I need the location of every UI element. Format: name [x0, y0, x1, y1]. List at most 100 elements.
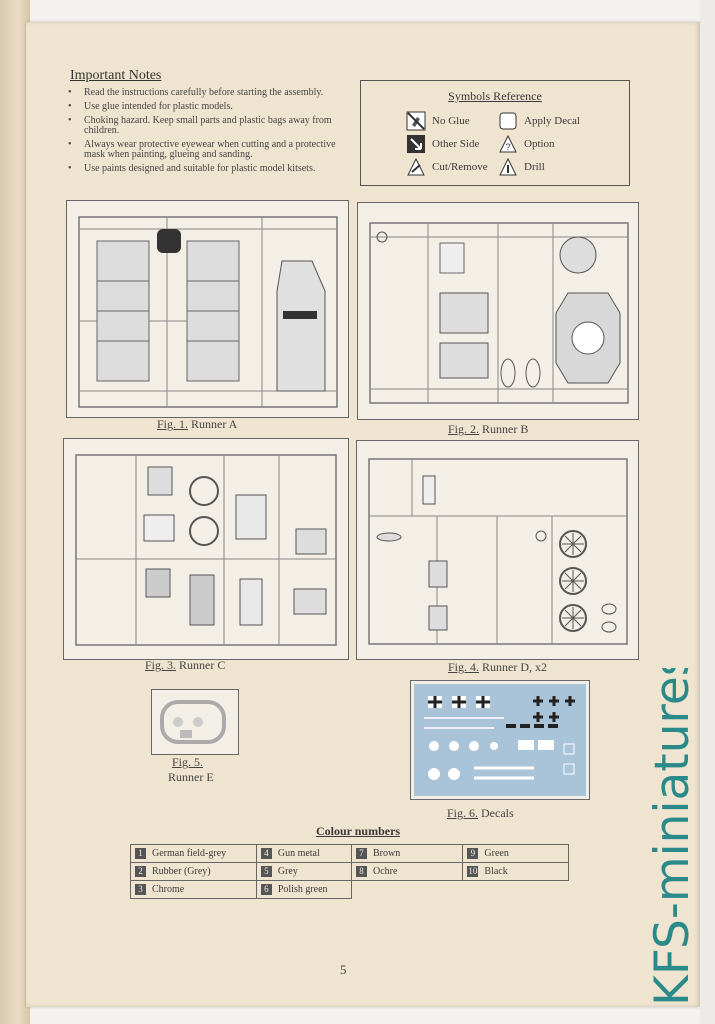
runner-c-drawing — [75, 454, 337, 646]
colour-cell: 6 Polish green — [255, 880, 353, 899]
colour-cell: 9 Green — [462, 844, 569, 863]
runner-d-drawing — [368, 458, 628, 645]
fig-number: Fig. 2. — [448, 422, 480, 436]
colour-table-left: 1 German field-grey 4 Gun metal 2 Rubber (G… — [130, 844, 353, 899]
notes-list: Read the instructions carefully before s… — [62, 88, 347, 178]
colour-number: 9 — [467, 848, 479, 860]
fig-number: Fig. 4. — [448, 660, 480, 674]
fig6-caption: Fig. 6. Decals — [447, 806, 514, 821]
background-strip — [700, 0, 715, 1024]
symbol-no-glue: No Glue — [406, 111, 470, 131]
note-item: Choking hazard. Keep small parts and pla… — [62, 116, 347, 136]
symbol-label: Apply Decal — [524, 115, 580, 127]
colour-name: Chrome — [152, 883, 185, 895]
colour-row: 8 Ochre 10 Black — [350, 862, 569, 881]
fig-name: Runner C — [179, 658, 226, 672]
colour-cell: 1 German field-grey — [130, 844, 257, 863]
colour-number: 8 — [356, 866, 367, 878]
fig-number: Fig. 5. — [172, 755, 204, 769]
fig-name: Runner B — [482, 422, 529, 436]
colour-number: 6 — [260, 884, 272, 896]
colour-numbers-title: Colour numbers — [315, 824, 401, 838]
colour-cell: 2 Rubber (Grey) — [130, 862, 257, 881]
fig5-number: Fig. 5. — [172, 755, 203, 770]
symbols-title: Symbols Reference — [448, 89, 542, 103]
colour-cell: 5 Grey — [255, 862, 353, 881]
colour-cell: 10 Black — [462, 862, 569, 881]
runner-c-figure — [63, 438, 349, 660]
fig5-name: Runner E — [168, 770, 214, 784]
colour-cell: 4 Gun metal — [255, 844, 353, 863]
fig-number: Fig. 3. — [145, 658, 177, 672]
colour-name: Rubber (Grey) — [152, 865, 211, 877]
symbol-label: Option — [524, 138, 555, 150]
colour-name: Ochre — [373, 865, 398, 877]
colour-name: Polish green — [277, 883, 328, 895]
fig-number: Fig. 1. — [157, 417, 189, 431]
decal-sheet — [414, 684, 586, 796]
svg-text:?: ? — [505, 142, 510, 152]
runner-b-drawing — [369, 222, 629, 404]
notes-title: Important Notes — [70, 68, 162, 83]
fig2-caption: Fig. 2. Runner B — [448, 422, 528, 437]
colour-cell: 8 Ochre — [350, 862, 464, 881]
colour-cell: 3 Chrome — [130, 880, 257, 899]
decal-sheet-drawing — [424, 696, 575, 780]
colour-number: 3 — [135, 884, 146, 896]
runner-a-figure — [66, 200, 349, 418]
other-side-icon — [407, 135, 425, 153]
symbol-label: Drill — [524, 161, 545, 173]
symbol-drill: Drill — [498, 157, 545, 177]
note-item: Use glue intended for plastic models. — [62, 102, 347, 113]
fig3-caption: Fig. 3. Runner C — [145, 658, 225, 673]
note-item: Read the instructions carefully before s… — [62, 88, 347, 99]
colour-name: Grey — [277, 865, 298, 877]
kfs-watermark: KFS-miniatures — [648, 668, 700, 1006]
fig-name: Runner A — [191, 417, 238, 431]
colour-number: 1 — [135, 848, 146, 860]
fig1-caption: Fig. 1. Runner A — [157, 417, 237, 432]
symbol-label: Cut/Remove — [432, 161, 488, 173]
colour-number: 10 — [467, 866, 479, 878]
colour-row: 2 Rubber (Grey) 5 Grey — [130, 862, 353, 881]
runner-a-drawing — [78, 216, 338, 408]
colour-name: Green — [484, 847, 509, 859]
symbol-cut-remove: Cut/Remove — [406, 157, 488, 177]
runner-b-figure — [357, 202, 639, 420]
colour-row: 1 German field-grey 4 Gun metal — [130, 844, 353, 863]
symbol-label: Other Side — [432, 138, 480, 150]
note-item: Always wear protective eyewear when cutt… — [62, 140, 347, 160]
fig4-caption: Fig. 4. Runner D, x2 — [448, 660, 547, 675]
watermark-text: KFS-miniatures — [648, 668, 700, 1006]
symbol-label: No Glue — [432, 115, 470, 127]
symbol-apply-decal: Apply Decal — [498, 111, 580, 131]
colour-name: Brown — [373, 847, 401, 859]
symbol-option: ? Option — [498, 134, 555, 154]
runner-e-figure — [151, 689, 239, 755]
colour-row: 3 Chrome 6 Polish green — [130, 880, 353, 899]
facing-page-edge — [0, 0, 30, 1024]
option-icon: ? — [499, 134, 517, 153]
colour-name: German field-grey — [152, 847, 227, 859]
symbols-reference-box: Symbols Reference No Glue Apply Decal Ot… — [360, 80, 630, 186]
colour-number: 5 — [260, 866, 272, 878]
decals-figure — [410, 680, 590, 800]
symbol-other-side: Other Side — [406, 134, 479, 154]
fig-name: Runner D, x2 — [482, 660, 548, 674]
drill-icon — [499, 157, 517, 176]
colour-name: Gun metal — [277, 847, 320, 859]
runner-e-drawing — [160, 700, 226, 744]
fig-number: Fig. 6. — [447, 806, 479, 820]
no-glue-icon — [406, 111, 426, 131]
fig-name: Decals — [481, 806, 514, 820]
colour-name: Black — [484, 865, 508, 877]
runner-d-figure — [356, 440, 639, 660]
note-item: Use paints designed and suitable for pla… — [62, 164, 347, 175]
page-number: 5 — [340, 962, 347, 977]
colour-number: 2 — [135, 866, 146, 878]
colour-number: 4 — [260, 848, 272, 860]
apply-decal-icon — [499, 112, 517, 130]
